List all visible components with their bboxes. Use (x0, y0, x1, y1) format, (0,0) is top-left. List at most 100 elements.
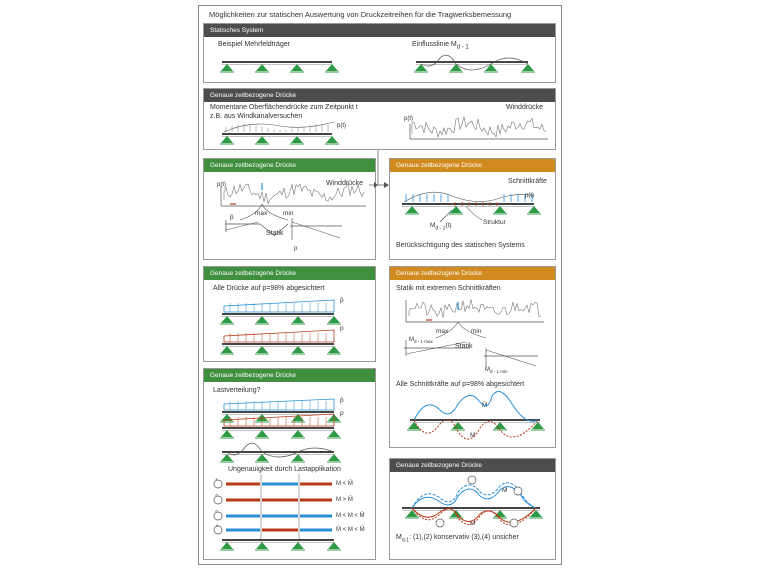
support-icon (256, 454, 268, 461)
flow-arrow (377, 150, 384, 186)
final-footer-sub: d-1 (401, 537, 410, 544)
arrow (273, 223, 289, 237)
pdf-curve (261, 203, 289, 221)
support-icon (408, 422, 420, 429)
support-icon (328, 542, 340, 549)
pbar-label: p̄ (340, 397, 344, 404)
support-icon (326, 64, 338, 71)
influence-line-label: Einflusslinie Md - 1 (412, 41, 469, 50)
label-circle (467, 475, 477, 485)
mmax-sub: d - 1 max (414, 339, 433, 345)
support-icon (292, 542, 304, 549)
statik-label: Statik (455, 343, 473, 350)
pdf-curve (239, 203, 263, 221)
support-icon (221, 136, 233, 143)
p-label: p (294, 246, 298, 252)
load-application-label: Ungenauigkeit durch Lastapplikation (228, 466, 341, 473)
winddruecke-label: Winddrücke (506, 104, 543, 111)
mt-tail: (t) (445, 222, 452, 229)
pbar-label: p̄ (230, 214, 234, 221)
mmin-label: Md - 1 min (485, 367, 508, 374)
cdf-line (225, 221, 259, 231)
load-distribution-label: Lastverteilung? (213, 387, 261, 394)
schnittkraefte-label: Schnittkräfte (508, 178, 547, 185)
mmax-text: M (409, 337, 414, 343)
support-icon (256, 64, 268, 71)
influence-line-curve (226, 442, 335, 458)
pressure-envelope (223, 121, 335, 133)
support-icon (450, 64, 462, 71)
support-icon (291, 136, 303, 143)
support-icon (494, 206, 506, 213)
min-label: min (471, 328, 482, 335)
arrow-head (384, 182, 389, 188)
support-icon (256, 430, 268, 437)
upper-load-envelope (223, 398, 335, 411)
upper-moment-envelope (413, 391, 539, 422)
example-beam-label: Beispiel Mehrfeldträger (218, 41, 290, 48)
support-icon (532, 422, 544, 429)
support-icon (328, 316, 340, 323)
case-number-circle (213, 525, 223, 535)
support-icon (221, 346, 233, 353)
all-forces-label: Alle Schnittkräfte auf p=98% abgesichter… (396, 381, 525, 388)
final-footer-m: M (396, 534, 402, 541)
support-icon (292, 430, 304, 437)
cdf-line (485, 349, 537, 367)
support-icon (221, 430, 233, 437)
panel-static-system: Statisches System (203, 23, 556, 83)
case-number-circle (213, 495, 223, 505)
pt-label: p(t) (217, 182, 226, 188)
support-icon (221, 316, 233, 323)
max-label: max (436, 328, 449, 335)
mt-label: Md - 1(t) (430, 222, 452, 231)
support-icon (256, 346, 268, 353)
support-icon (292, 316, 304, 323)
all-pressures-label: Alle Drücke auf p=98% abgesichtert (213, 285, 325, 292)
moment-series (408, 299, 542, 318)
lower-envelope-red (411, 507, 537, 526)
extreme-forces-label: Statik mit extremen Schnittkräften (396, 285, 501, 292)
wind-pressure-series (411, 116, 547, 139)
pdf-curve (435, 321, 459, 339)
support-icon (256, 542, 268, 549)
support-icon (256, 316, 268, 323)
arrow-head (374, 182, 378, 188)
lower-load-envelope (223, 413, 335, 427)
support-icon (415, 64, 427, 71)
case-4-text: M̄ < M < M̄ (336, 527, 365, 533)
pt-label: p(t) (525, 193, 534, 199)
label-circle (513, 486, 523, 496)
pointer (439, 209, 453, 223)
pdf-curve (457, 321, 487, 339)
lower-pressure-envelope (223, 329, 335, 343)
wind-tunnel-label: z.B. aus Windkanalversuchen (210, 113, 303, 120)
support-icon (530, 510, 542, 517)
support-icon (221, 542, 233, 549)
support-icon (326, 136, 338, 143)
case-3-text: M < M < M̄ (336, 513, 365, 519)
support-icon (406, 206, 418, 213)
support-icon (485, 64, 497, 71)
upper-envelope-blue (411, 486, 537, 509)
mmin-text: M (485, 367, 490, 373)
panel-header: Genaue zeitbezogene Drücke (204, 89, 555, 102)
min-label: min (283, 210, 294, 217)
pressure-envelope (403, 191, 535, 203)
case-1-text: M < M̄ (336, 481, 353, 487)
static-system-note: Berücksichtigung des statischen Systems (396, 242, 525, 249)
support-icon (221, 64, 233, 71)
poster-title: Möglichkeiten zur statischen Auswertung … (209, 10, 512, 19)
pointer (465, 205, 483, 221)
label-circle (509, 518, 519, 528)
support-icon (450, 206, 462, 213)
final-footer: Md-1: (1),(2) konservativ (3),(4) unsich… (396, 534, 519, 543)
influence-line-sub: d - 1 (456, 44, 469, 51)
winddruecke-label: Winddrücke (326, 180, 363, 187)
p-label: p (340, 325, 344, 332)
support-icon (494, 422, 506, 429)
panel-green-load: Genaue zeitbezogene Drücke (203, 368, 376, 560)
cdf-line (291, 221, 341, 239)
wind-pressure-series (223, 182, 365, 205)
